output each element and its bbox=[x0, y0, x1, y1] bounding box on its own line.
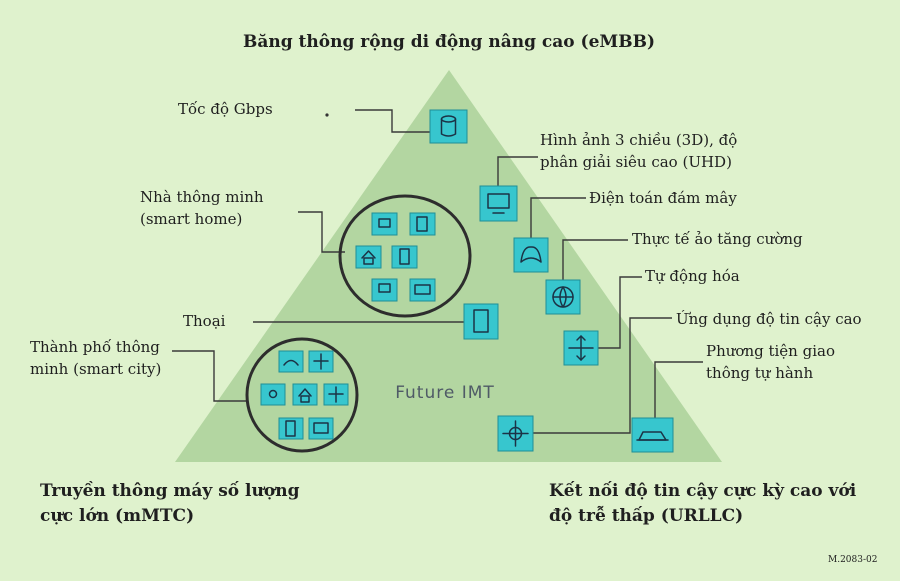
connector-automation bbox=[598, 276, 642, 349]
label-cloud: Điện toán đám mây bbox=[589, 189, 737, 207]
car-icon bbox=[631, 417, 674, 453]
corner-right-line1: Kết nối độ tin cậy cực kỳ cao với bbox=[549, 481, 857, 501]
corner-right-line2: độ trễ thấp (URLLC) bbox=[549, 506, 743, 526]
corner-left-line2: cực lớn (mMTC) bbox=[40, 506, 194, 526]
corner-left-line1: Truyền thông máy số lượng bbox=[40, 481, 300, 501]
label-self-driving-1: Phương tiện giao bbox=[706, 342, 835, 360]
smart-city-cluster bbox=[245, 337, 359, 453]
connector-reliable-apps bbox=[533, 317, 672, 434]
label-smart-city-2: minh (smart city) bbox=[30, 360, 161, 378]
connector-gbps bbox=[355, 109, 430, 133]
smart-home-tiles bbox=[355, 212, 436, 302]
diagram-title: Băng thông rộng di động nâng cao (eMBB) bbox=[243, 32, 655, 52]
gbps-dot bbox=[325, 113, 329, 117]
connector-self-driving bbox=[654, 361, 703, 418]
globe-icon bbox=[545, 279, 581, 315]
target-icon bbox=[497, 415, 534, 452]
connector-cloud bbox=[530, 197, 586, 240]
label-smart-home-1: Nhà thông minh bbox=[140, 188, 264, 206]
connector-lines bbox=[172, 109, 703, 434]
center-label: Future IMT bbox=[395, 383, 495, 403]
smart-city-tiles bbox=[260, 350, 349, 440]
label-uhd-2: phân giải siêu cao (UHD) bbox=[540, 153, 732, 171]
label-voice: Thoại bbox=[183, 312, 226, 330]
label-gbps: Tốc độ Gbps bbox=[178, 100, 273, 118]
arrows-icon bbox=[563, 330, 599, 366]
gamepad-icon bbox=[513, 237, 549, 273]
smart-home-cluster bbox=[338, 194, 472, 318]
figure-ref: M.2083-02 bbox=[828, 555, 877, 565]
database-icon bbox=[429, 109, 468, 144]
label-automation: Tự động hóa bbox=[645, 267, 740, 285]
connector-smart-city bbox=[172, 350, 246, 402]
connector-ar bbox=[562, 239, 628, 281]
label-ar: Thực tế ảo tăng cường bbox=[632, 230, 803, 248]
label-smart-city-1: Thành phố thông bbox=[30, 338, 160, 356]
tablet-icon bbox=[463, 303, 499, 340]
connector-smart-home bbox=[298, 211, 345, 253]
monitor-icon bbox=[479, 185, 518, 222]
connector-uhd bbox=[497, 156, 538, 188]
label-reliable-apps: Ứng dụng độ tin cậy cao bbox=[676, 310, 862, 328]
label-self-driving-2: thông tự hành bbox=[706, 364, 813, 382]
label-uhd-1: Hình ảnh 3 chiều (3D), độ bbox=[540, 131, 737, 149]
label-smart-home-2: (smart home) bbox=[140, 210, 242, 228]
